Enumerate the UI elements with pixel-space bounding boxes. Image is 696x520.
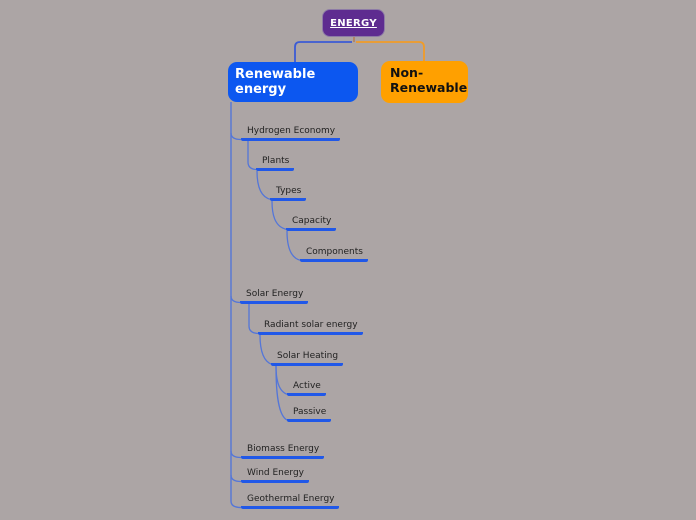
node-geothermal-energy[interactable]: Geothermal Energy bbox=[241, 491, 340, 509]
node-passive[interactable]: Passive bbox=[287, 404, 332, 422]
node-components[interactable]: Components bbox=[300, 244, 368, 262]
edge-hydrogen-plants bbox=[247, 141, 258, 171]
node-solar-energy[interactable]: Solar Energy bbox=[240, 286, 309, 304]
node-biomass-energy[interactable]: Biomass Energy bbox=[241, 441, 325, 459]
node-capacity[interactable]: Capacity bbox=[286, 213, 337, 231]
edge-types-capacity bbox=[271, 200, 288, 231]
node-solar-heating[interactable]: Solar Heating bbox=[271, 348, 344, 366]
node-active[interactable]: Active bbox=[287, 378, 326, 396]
node-wind-energy[interactable]: Wind Energy bbox=[241, 465, 309, 483]
edge-trunk-hydrogen bbox=[230, 132, 242, 141]
edge-trunk-renewable bbox=[230, 102, 242, 509]
edge-root-nonrenewable bbox=[356, 41, 425, 61]
edge-trunk-biomass bbox=[230, 450, 242, 459]
node-non-renewable[interactable]: Non-Renewable bbox=[381, 61, 468, 103]
edge-radiant-solarheating bbox=[259, 334, 273, 366]
edge-root-renewable bbox=[294, 41, 352, 62]
node-energy-root[interactable]: ENERGY bbox=[322, 9, 385, 37]
edge-solarheating-passive bbox=[275, 365, 289, 422]
node-radiant-solar-energy[interactable]: Radiant solar energy bbox=[258, 317, 363, 335]
node-plants[interactable]: Plants bbox=[256, 153, 295, 171]
edge-plants-types bbox=[256, 170, 272, 201]
node-hydrogen-economy[interactable]: Hydrogen Economy bbox=[241, 123, 341, 141]
node-renewable-energy[interactable]: Renewable energy bbox=[228, 62, 358, 102]
edge-solar-radiant bbox=[248, 304, 260, 335]
node-types[interactable]: Types bbox=[270, 183, 307, 201]
edge-trunk-solar bbox=[230, 295, 242, 304]
edge-trunk-wind bbox=[230, 474, 242, 483]
edge-capacity-components bbox=[286, 230, 302, 262]
